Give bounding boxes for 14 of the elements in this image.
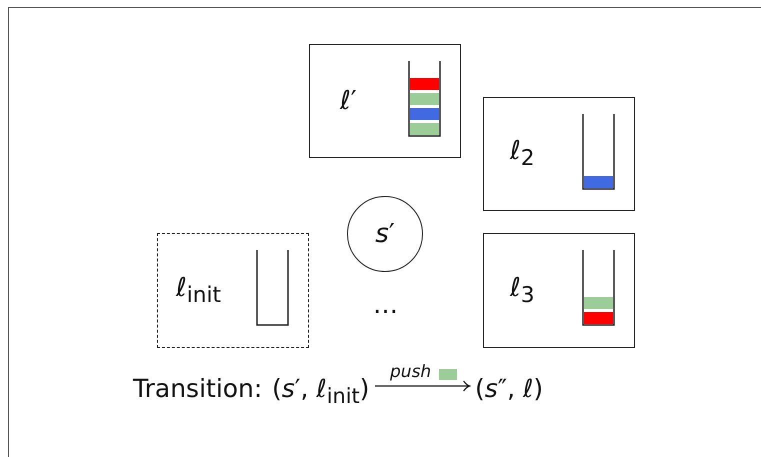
state-label: ℓ$_{2}$ xyxy=(510,138,535,170)
transition-text: Transition: xyxy=(133,376,262,401)
state-box xyxy=(483,97,635,211)
state-box xyxy=(483,233,635,348)
state-label: s′ xyxy=(375,221,395,247)
state-pair-text: (s″, ℓ) xyxy=(475,376,544,401)
state-label: ℓ$_{init}$ xyxy=(176,274,222,306)
ellipsis-text: … xyxy=(373,292,398,317)
state-label: ℓ′ xyxy=(340,88,357,114)
initial-state-box xyxy=(157,233,309,348)
action-text: push xyxy=(390,364,432,381)
state-box xyxy=(309,44,461,158)
state-pair-text: (s′, ℓ$_{init}$) xyxy=(272,376,370,407)
state-label: ℓ$_{3}$ xyxy=(510,274,535,306)
